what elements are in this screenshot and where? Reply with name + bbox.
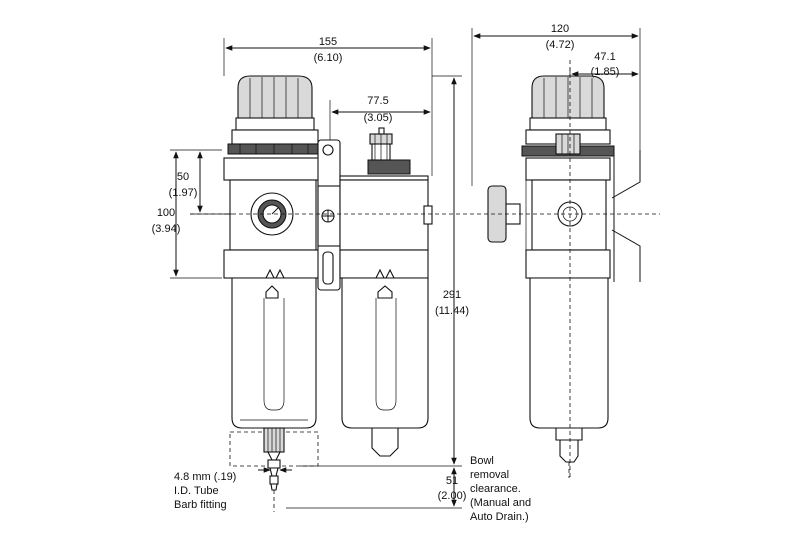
dim-120-mm: 120	[551, 23, 569, 35]
side-body	[487, 157, 611, 279]
bowl-note-line-5: Auto Drain.)	[470, 511, 529, 523]
dim-51-mm: 51	[446, 475, 458, 487]
bowl-note-line-3: clearance.	[470, 483, 521, 495]
regulator-knob	[227, 75, 323, 155]
dim-47-in: (1.85)	[591, 66, 620, 78]
filter-regulator-body	[223, 157, 321, 279]
tube-note-line-3: Barb fitting	[174, 499, 227, 511]
bowl-note-line-2: removal	[470, 469, 509, 481]
front-view	[223, 75, 433, 512]
tube-note-line-2: I.D. Tube	[174, 485, 219, 497]
dim-100-mm: 100	[157, 207, 175, 219]
dim-100-in: (3.94)	[152, 223, 181, 235]
side-gauge-icon	[487, 185, 507, 243]
dim-50-mm: 50	[177, 171, 189, 183]
bowl-note-line-4: (Manual and	[470, 497, 531, 509]
dim-291-mm: 291	[443, 289, 461, 301]
filter-bowl	[231, 277, 317, 429]
lubricator-body	[339, 127, 433, 279]
dim-155-mm: 155	[319, 36, 337, 48]
tube-note-line-1: 4.8 mm (.19)	[174, 471, 236, 483]
mounting-bracket	[611, 150, 641, 282]
side-bowl	[529, 277, 609, 478]
dim-51-in: (2.00)	[438, 490, 467, 502]
side-knob	[521, 75, 615, 157]
auto-drain	[229, 427, 319, 512]
dim-77-mm: 77.5	[367, 95, 388, 107]
side-view	[487, 75, 641, 478]
dim-155-in: (6.10)	[314, 52, 343, 64]
modular-connector	[317, 139, 341, 291]
dim-77-in: (3.05)	[364, 112, 393, 124]
dim-50-in: (1.97)	[169, 187, 198, 199]
lubricator-bowl	[341, 277, 429, 457]
dimension-lines	[170, 28, 660, 509]
dimension-labels: 155 (6.10) 77.5 (3.05) 120 (4.72) 47.1 (…	[152, 23, 620, 523]
dim-120-in: (4.72)	[546, 39, 575, 51]
dim-47-mm: 47.1	[594, 51, 615, 63]
dim-291-in: (11.44)	[435, 305, 469, 317]
bowl-note-line-1: Bowl	[470, 455, 494, 467]
